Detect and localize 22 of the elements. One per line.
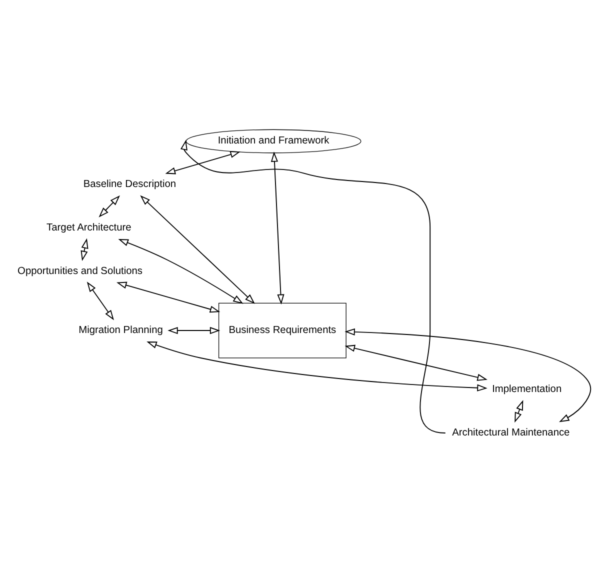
arrow xyxy=(344,344,488,380)
node-text: Target Architecture xyxy=(46,222,132,233)
node-text: Implementation xyxy=(492,384,562,395)
arrow xyxy=(98,194,120,217)
arrow xyxy=(116,281,220,312)
node-ellipse: Initiation and Framework xyxy=(186,128,362,153)
node-text: Baseline Description xyxy=(83,178,176,190)
arrow xyxy=(86,281,114,320)
arrow xyxy=(270,151,284,304)
node-text: Architectural Maintenance xyxy=(452,426,570,438)
arrow xyxy=(168,326,220,334)
node-box: Business Requirements xyxy=(218,302,346,358)
node-text: Opportunities and Solutions xyxy=(18,265,143,276)
node-text: Migration Planning xyxy=(78,324,163,336)
arrow xyxy=(140,194,255,304)
arrow xyxy=(514,400,524,422)
arrow xyxy=(344,328,592,422)
arrow xyxy=(180,139,446,433)
arrow xyxy=(146,341,488,391)
arrow xyxy=(80,238,88,260)
arrow xyxy=(118,238,244,304)
arrow xyxy=(165,150,240,174)
